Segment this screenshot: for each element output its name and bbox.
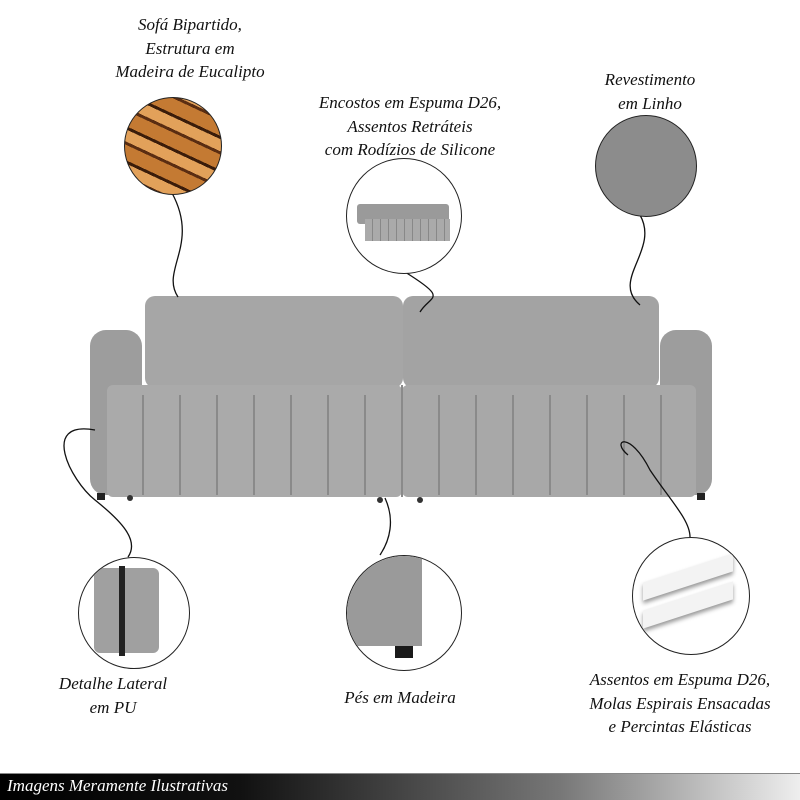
retractable-seat-image [346,158,462,274]
label-seats: Assentos em Espuma D26, Molas Espirais E… [589,670,771,736]
label-fabric: Revestimento em Linho [604,70,696,113]
sofa [90,296,712,503]
wood-structure-image [124,97,222,195]
foam-layers-image [632,537,750,655]
label-structure: Sofá Bipartido, Estrutura em Madeira de … [115,15,265,81]
label-feet: Pés em Madeira [344,688,456,707]
callout-lines [63,192,691,558]
label-cushions: Encostos em Espuma D26, Assentos Retráte… [318,93,502,159]
linen-fabric-swatch [595,115,697,217]
disclaimer-text: Imagens Meramente Ilustrativas [7,776,228,795]
label-side: Detalhe Lateral em PU [58,674,168,717]
side-pu-detail-image [78,557,190,669]
wooden-feet-image [346,555,462,671]
disclaimer-bar: Imagens Meramente Ilustrativas [0,773,800,800]
